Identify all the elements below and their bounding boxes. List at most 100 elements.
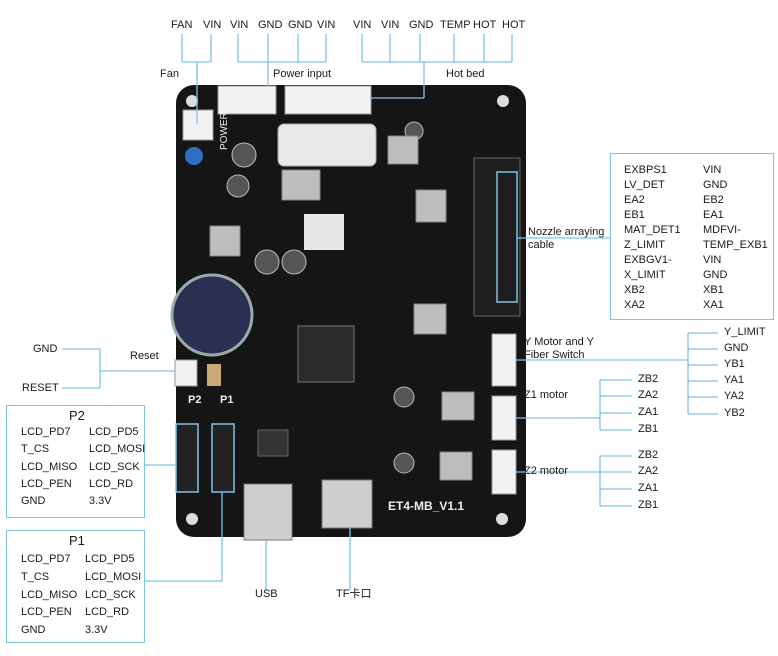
stepper-driver-heatsinks bbox=[209, 135, 475, 481]
p2-pin: GND bbox=[21, 495, 46, 507]
nozzle-pin: EXBGV1- bbox=[624, 254, 672, 266]
nozzle-pinout-box: EXBPS1 LV_DET EA2 EB1 MAT_DET1 Z_LIMIT E… bbox=[610, 153, 774, 320]
p2-pinout-box: P2 LCD_PD7 T_CS LCD_MISO LCD_PEN GND LCD… bbox=[6, 405, 145, 518]
p2-pin: LCD_MOSI bbox=[89, 443, 146, 455]
z1-pin: ZA1 bbox=[638, 406, 659, 418]
capacitor bbox=[226, 174, 250, 198]
p2-pin: T_CS bbox=[21, 443, 50, 455]
top-pin-label: GND bbox=[258, 19, 283, 31]
p1-pin: LCD_MOSI bbox=[85, 571, 142, 583]
z2-pin: ZA2 bbox=[638, 465, 659, 477]
reset-pin: RESET bbox=[22, 382, 59, 394]
usb-label: USB bbox=[255, 588, 278, 600]
capacitor bbox=[254, 249, 280, 275]
nozzle-pin: XA2 bbox=[624, 299, 645, 311]
mcu-chip bbox=[297, 325, 355, 383]
backup-battery bbox=[170, 273, 254, 357]
p2-pin: LCD_SCK bbox=[89, 461, 140, 473]
top-pin-label: VIN bbox=[317, 19, 336, 31]
top-pin-label: VIN bbox=[230, 19, 249, 31]
mount-hole bbox=[496, 513, 508, 525]
p2-title: P2 bbox=[69, 408, 85, 423]
fuse-holder bbox=[277, 123, 377, 167]
ymotor-pin: GND bbox=[724, 342, 749, 354]
p1-title: P1 bbox=[69, 533, 85, 548]
z1-pin: ZA2 bbox=[638, 389, 659, 401]
ymotor-pin: YA1 bbox=[724, 374, 744, 386]
nozzle-pin: XB1 bbox=[703, 284, 724, 296]
p1-pinout-box: P1 LCD_PD7 T_CS LCD_MISO LCD_PEN GND LCD… bbox=[6, 530, 145, 643]
nozzle-pin: EA2 bbox=[624, 194, 645, 206]
nozzle-pin: LV_DET bbox=[624, 179, 665, 191]
z1-connector bbox=[491, 395, 517, 441]
capacitor bbox=[185, 147, 203, 165]
reset-label: Reset bbox=[130, 350, 159, 362]
nozzle-pin: GND bbox=[703, 179, 728, 191]
nozzle-pin: EA1 bbox=[703, 209, 724, 221]
p1-pin: LCD_SCK bbox=[85, 589, 136, 601]
mount-hole bbox=[186, 513, 198, 525]
nozzle-pin: VIN bbox=[703, 164, 722, 176]
top-pin-label: FAN bbox=[171, 19, 193, 31]
capacitor bbox=[393, 386, 415, 408]
nozzle-pin: MAT_DET1 bbox=[624, 224, 681, 236]
p2-pin: 3.3V bbox=[89, 495, 112, 507]
nozzle-pin: GND bbox=[703, 269, 728, 281]
z2-pin: ZB2 bbox=[638, 449, 659, 461]
ymotor-pin: Y_LIMIT bbox=[724, 326, 766, 338]
mount-hole bbox=[497, 95, 509, 107]
z1-label: Z1 motor bbox=[524, 389, 569, 401]
p2-header bbox=[175, 423, 199, 493]
capacitor bbox=[231, 142, 257, 168]
top-pin-label: TEMP bbox=[440, 19, 471, 31]
hotbed-connector bbox=[284, 85, 372, 115]
nozzle-pin: X_LIMIT bbox=[624, 269, 666, 281]
p2-pin: LCD_PEN bbox=[21, 478, 72, 490]
power-connector bbox=[217, 85, 277, 115]
p1-pin: 3.3V bbox=[85, 624, 108, 636]
p1-pin: LCD_PD7 bbox=[21, 553, 71, 565]
capacitor bbox=[393, 452, 415, 474]
p1-header bbox=[211, 423, 235, 493]
nozzle-label: Nozzle arraying cable bbox=[528, 226, 605, 251]
p1-pin: T_CS bbox=[21, 571, 50, 583]
z2-pin: ZB1 bbox=[638, 499, 659, 511]
ymotor-pin: YB2 bbox=[724, 407, 745, 419]
top-pin-label: VIN bbox=[203, 19, 222, 31]
nozzle-pin: MDFVI- bbox=[703, 224, 741, 236]
reset-connector bbox=[174, 359, 198, 387]
ymotor-pin: YA2 bbox=[724, 390, 744, 402]
nozzle-pin: EB2 bbox=[703, 194, 724, 206]
ymotor-label: Y Motor and Y Fiber Switch bbox=[524, 336, 594, 361]
z2-pin: ZA1 bbox=[638, 482, 659, 494]
p2-pin: LCD_PD5 bbox=[89, 426, 139, 438]
top-pin-label: VIN bbox=[353, 19, 372, 31]
nozzle-pin: XB2 bbox=[624, 284, 645, 296]
top-pin-label: GND bbox=[288, 19, 313, 31]
fan-connector bbox=[182, 109, 214, 141]
top-pin-label: GND bbox=[409, 19, 434, 31]
capacitor bbox=[281, 249, 307, 275]
fan-group-label: Fan bbox=[160, 68, 179, 80]
tf-slot bbox=[321, 479, 373, 529]
z1-pin: ZB2 bbox=[638, 373, 659, 385]
top-pin-label: VIN bbox=[381, 19, 400, 31]
tf-label: TF卡口 bbox=[336, 588, 372, 600]
p2-silk: P2 bbox=[188, 394, 202, 406]
p2-pin: LCD_RD bbox=[89, 478, 134, 490]
z2-label: Z2 motor bbox=[524, 465, 569, 477]
reset-pin: GND bbox=[33, 343, 58, 355]
p1-pin: LCD_RD bbox=[85, 606, 130, 618]
usb-port bbox=[243, 483, 293, 541]
top-pin-label: HOT bbox=[473, 19, 497, 31]
top-pin-label: HOT bbox=[502, 19, 526, 31]
p1-silk: P1 bbox=[220, 394, 234, 406]
z1-pin: ZB1 bbox=[638, 423, 659, 435]
power-group-label: Power input bbox=[273, 68, 332, 80]
p1-pin: LCD_PD5 bbox=[85, 553, 135, 565]
nozzle-pin: EB1 bbox=[624, 209, 645, 221]
p1-pin: GND bbox=[21, 624, 46, 636]
p1-pin: LCD_PEN bbox=[21, 606, 72, 618]
